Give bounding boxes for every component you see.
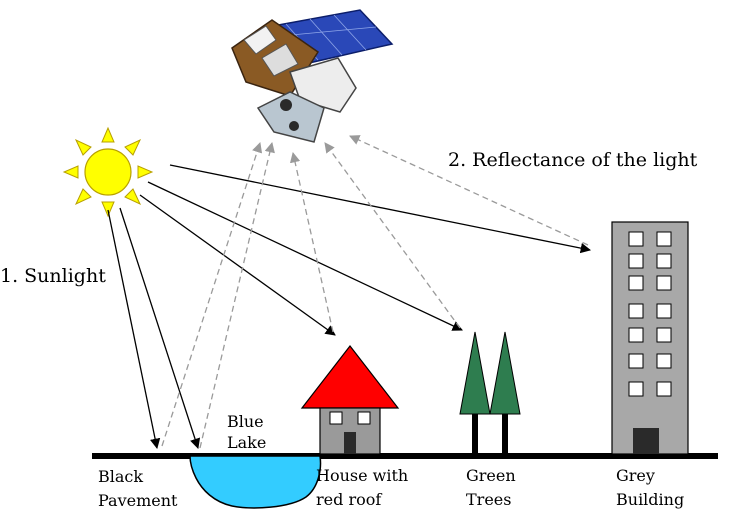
building-window	[656, 327, 672, 343]
building-window	[656, 303, 672, 319]
blue-lake-label-line2: Lake	[227, 433, 266, 452]
house	[300, 345, 400, 455]
black-pavement-label-line1: Black	[98, 467, 143, 486]
building-door	[633, 428, 659, 454]
building-window	[628, 381, 644, 397]
reflected-rays	[161, 135, 589, 449]
building-window	[628, 353, 644, 369]
house-door	[344, 432, 356, 454]
blue-lake-label-line1: Blue	[227, 412, 264, 431]
building-window	[656, 253, 672, 269]
satellite-icon	[231, 9, 394, 143]
building-label-line2: Building	[616, 490, 684, 509]
building-window	[628, 231, 644, 247]
reflectance-label: 2. Reflectance of the light	[448, 149, 698, 171]
trees-label-line2: Trees	[466, 490, 511, 509]
building-window	[628, 275, 644, 291]
building-window	[656, 381, 672, 397]
blue-lake	[189, 455, 322, 509]
house-label-line1: House with	[316, 466, 408, 485]
incoming-rays	[107, 164, 592, 450]
building-window	[628, 253, 644, 269]
building-label-line1: Grey	[616, 466, 655, 485]
grey-building	[611, 221, 689, 455]
green-trees	[459, 331, 521, 454]
house-label-line2: red roof	[316, 490, 382, 509]
building-window	[628, 303, 644, 319]
black-pavement-label-line2: Pavement	[98, 491, 178, 510]
building-window	[656, 275, 672, 291]
sun-icon	[62, 126, 154, 218]
building-window	[656, 231, 672, 247]
building-window	[656, 353, 672, 369]
sunlight-label: 1. Sunlight	[0, 265, 106, 287]
building-window	[628, 327, 644, 343]
trees-label-line1: Green	[466, 466, 516, 485]
house-roof	[300, 345, 400, 409]
ground-line	[92, 453, 718, 459]
